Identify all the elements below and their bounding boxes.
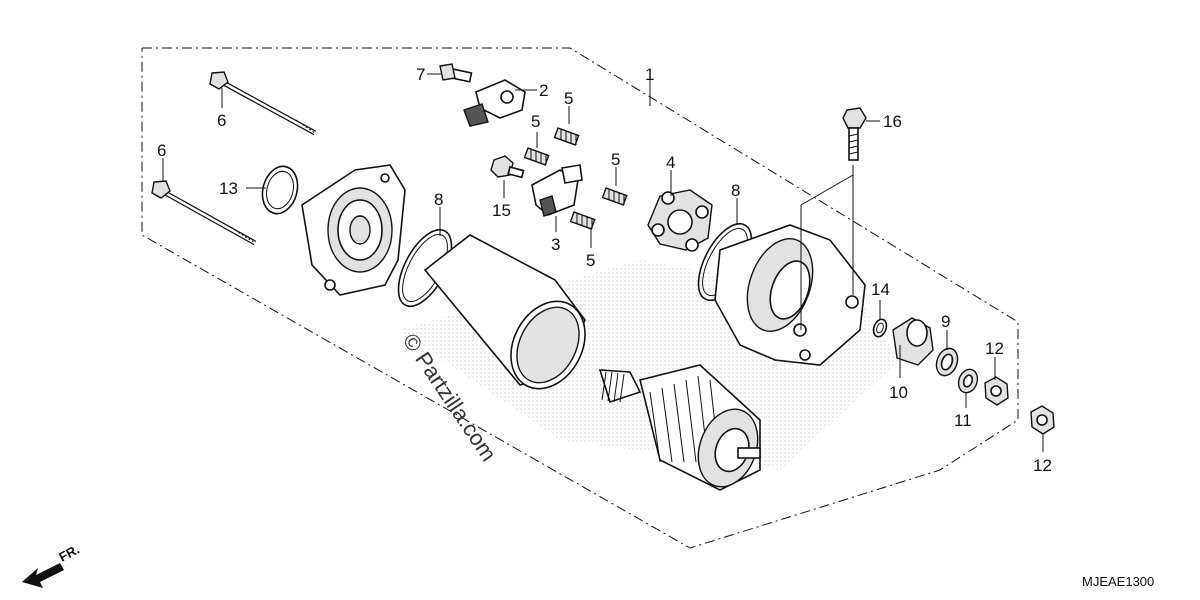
callout-5-b: 5 xyxy=(531,112,540,131)
callout-5-d: 5 xyxy=(586,251,595,270)
assembly-frame xyxy=(141,47,1019,549)
front-bracket xyxy=(714,224,866,366)
callout-9: 9 xyxy=(941,312,950,331)
front-arrow-icon xyxy=(22,563,64,588)
pinion-gear-10 xyxy=(892,317,934,366)
callout-7: 7 xyxy=(416,65,425,84)
callout-16: 16 xyxy=(883,112,902,131)
nut-12-b xyxy=(1030,405,1055,435)
callout-15: 15 xyxy=(492,201,511,220)
front-direction-label: FR. xyxy=(56,542,82,565)
callout-12-b: 12 xyxy=(1033,456,1052,475)
callout-13: 13 xyxy=(219,179,238,198)
armature xyxy=(598,364,761,491)
callout-2: 2 xyxy=(539,81,548,100)
spring-5-d xyxy=(569,211,596,230)
callout-12-a: 12 xyxy=(985,339,1004,358)
callout-6-b: 6 xyxy=(157,141,166,160)
rear-cover xyxy=(301,164,406,296)
leader-lines xyxy=(162,73,1044,452)
washer-14 xyxy=(872,318,888,338)
bolt-6-lower xyxy=(151,180,257,246)
spring-5-a xyxy=(553,127,580,146)
callout-14: 14 xyxy=(871,280,890,299)
callout-8-b: 8 xyxy=(731,181,740,200)
bolt-16 xyxy=(842,107,867,161)
callout-3: 3 xyxy=(551,235,560,254)
brush-plate-4 xyxy=(647,189,713,252)
front-direction-indicator: FR. xyxy=(22,542,82,588)
o-ring-13 xyxy=(261,165,299,215)
figure-code: MJEAE1300 xyxy=(1082,574,1154,589)
callout-1: 1 xyxy=(645,65,654,84)
nut-12-a xyxy=(984,376,1009,406)
screw-7 xyxy=(439,63,473,83)
callout-11: 11 xyxy=(954,411,972,430)
spring-5-b xyxy=(523,147,550,166)
terminal-2 xyxy=(463,79,526,127)
callout-labels: 1 2 3 4 5 5 5 5 6 6 7 8 8 9 10 11 12 12 … xyxy=(157,65,1052,475)
bolt-15 xyxy=(490,155,525,179)
bolt-6-upper xyxy=(209,71,317,136)
washer-11 xyxy=(957,368,979,394)
callout-5-c: 5 xyxy=(611,150,620,169)
callout-10: 10 xyxy=(889,383,908,402)
spring-5-c xyxy=(601,187,628,206)
callout-4: 4 xyxy=(666,153,675,172)
callout-6-a: 6 xyxy=(217,111,226,130)
brush-3 xyxy=(531,164,583,217)
motor-yoke xyxy=(423,234,586,390)
collar-9 xyxy=(935,347,959,377)
callout-8-a: 8 xyxy=(434,190,443,209)
callout-5-a: 5 xyxy=(564,89,573,108)
